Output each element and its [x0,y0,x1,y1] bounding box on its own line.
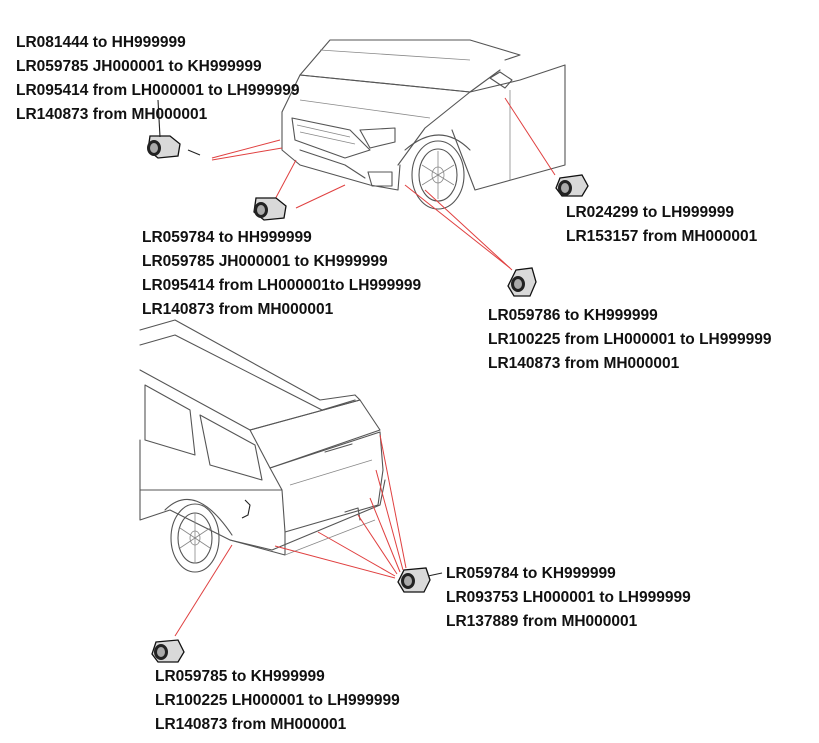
part-number-line: LR140873 from MH000001 [142,301,334,318]
rear-vehicle-illustration [139,319,386,573]
part-number-line: LR100225 from LH000001 to LH999999 [488,331,772,348]
part-number-line: LR140873 from MH000001 [488,355,680,372]
part-number-line: LR093753 LH000001 to LH999999 [446,589,691,606]
part-number-line: LR153157 from MH000001 [566,228,758,245]
part-number-line: LR140873 from MH000001 [155,716,347,733]
part-number-line: LR081444 to HH999999 [16,34,186,51]
part-number-line: LR100225 LH000001 to LH999999 [155,692,400,709]
callout-rear-corner: LR059785 to KH999999 LR100225 LH000001 t… [155,665,400,737]
sensor-mirror [555,174,589,197]
sensor-front-left [147,99,181,159]
part-number-line: LR059785 JH000001 to KH999999 [16,58,262,75]
sensor-front-right [507,267,537,297]
part-number-line: LR059784 to KH999999 [446,565,616,582]
front-vehicle-illustration [281,39,566,210]
part-number-line: LR059784 to HH999999 [142,229,312,246]
part-number-line: LR140873 from MH000001 [16,106,208,123]
part-number-line: LR024299 to LH999999 [566,204,735,221]
sensor-front-center [253,197,287,221]
part-number-line: LR059786 to KH999999 [488,307,658,324]
callout-rear-center: LR059784 to KH999999 LR093753 LH000001 t… [446,562,691,634]
part-number-line: LR095414 from LH000001to LH999999 [142,277,422,294]
callout-front-left-outer: LR081444 to HH999999 LR059785 JH000001 t… [16,31,299,127]
callout-front-center: LR059784 to HH999999 LR059785 JH000001 t… [142,226,421,322]
part-number-line: LR059785 JH000001 to KH999999 [142,253,388,270]
sensor-rear-corner [151,639,185,663]
part-number-line: LR059785 to KH999999 [155,668,325,685]
part-number-line: LR095414 from LH000001 to LH999999 [16,82,300,99]
callout-front-right-corner: LR059786 to KH999999 LR100225 from LH000… [488,304,771,376]
sensor-rear-center [397,567,443,593]
rear-leader-lines [174,434,407,637]
callout-side-mirror: LR024299 to LH999999 LR153157 from MH000… [566,201,757,249]
part-number-line: LR137889 from MH000001 [446,613,638,630]
